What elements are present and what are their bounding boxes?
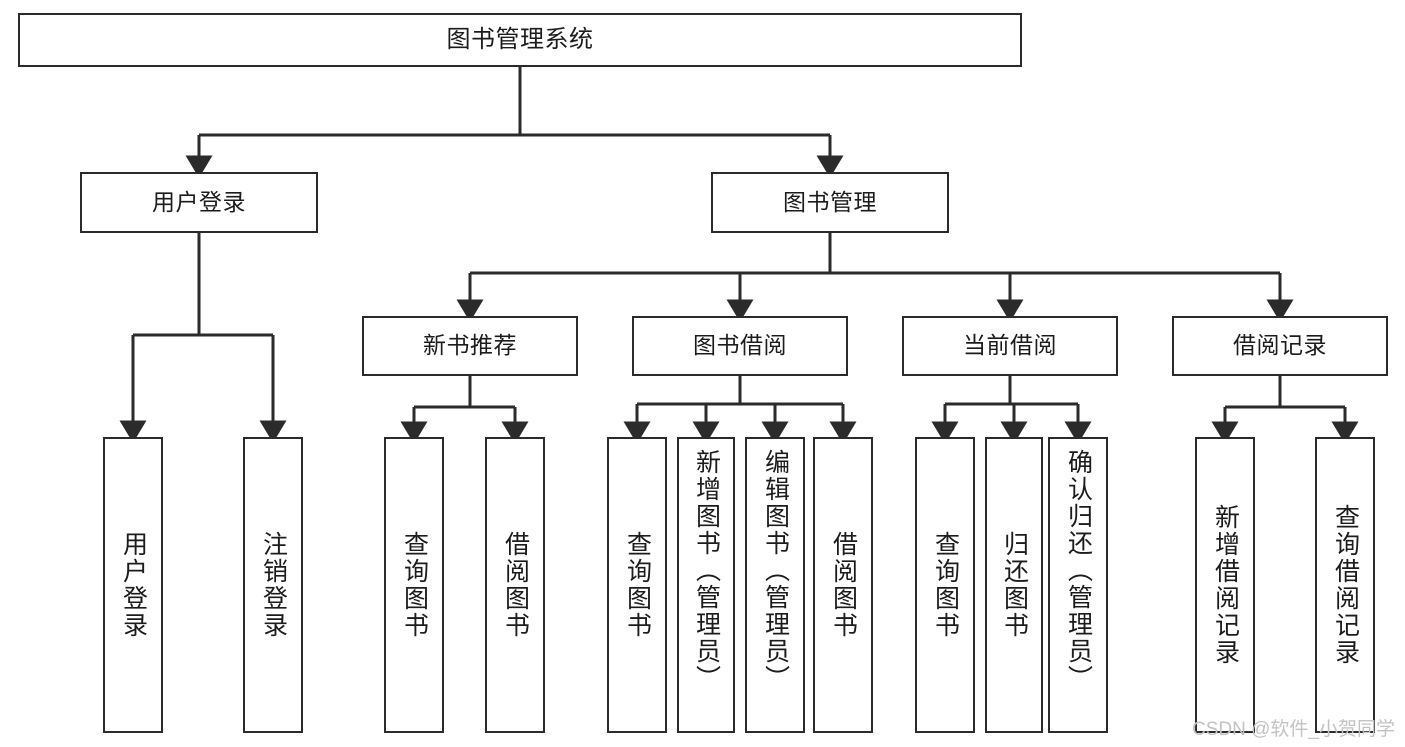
node-current-borrow[interactable]: 当前借阅 (902, 316, 1118, 376)
csdn-watermark: CSDN @软件_小贺同学 (1192, 719, 1395, 740)
node-book-manage[interactable]: 图书管理 (711, 172, 949, 233)
node-leaf-borrow-edit-book[interactable]: 编辑图书（管理员） (745, 437, 805, 733)
node-new-book-recommend-label: 新书推荐 (423, 332, 517, 359)
node-leaf-current-confirm-return[interactable]: 确认归还（管理员） (1048, 437, 1108, 733)
node-leaf-recommend-borrow-book[interactable]: 借阅图书 (485, 437, 545, 733)
node-leaf-current-query-book-label: 查询图书 (931, 531, 960, 639)
node-leaf-user-login[interactable]: 用户登录 (103, 437, 163, 733)
node-leaf-borrow-lend-book[interactable]: 借阅图书 (813, 437, 873, 733)
node-borrow-record-label: 借阅记录 (1233, 332, 1327, 359)
node-new-book-recommend[interactable]: 新书推荐 (362, 316, 578, 376)
node-leaf-current-query-book[interactable]: 查询图书 (915, 437, 975, 733)
node-leaf-current-confirm-return-label: 确认归还（管理员） (1064, 449, 1093, 692)
node-leaf-recommend-query-book-label: 查询图书 (400, 531, 429, 639)
node-root-system[interactable]: 图书管理系统 (18, 13, 1022, 67)
node-leaf-record-add[interactable]: 新增借阅记录 (1195, 437, 1255, 733)
node-leaf-user-logout[interactable]: 注销登录 (243, 437, 303, 733)
node-leaf-user-login-label: 用户登录 (119, 531, 148, 639)
node-leaf-record-add-label: 新增借阅记录 (1211, 504, 1240, 666)
node-leaf-borrow-add-book[interactable]: 新增图书（管理员） (677, 437, 735, 733)
node-leaf-current-return-book-label: 归还图书 (1000, 531, 1029, 639)
node-leaf-borrow-edit-book-label: 编辑图书（管理员） (761, 449, 790, 692)
node-leaf-record-search-label: 查询借阅记录 (1331, 504, 1360, 666)
node-book-borrow[interactable]: 图书借阅 (632, 316, 848, 376)
node-leaf-borrow-lend-book-label: 借阅图书 (829, 531, 858, 639)
node-borrow-record[interactable]: 借阅记录 (1172, 316, 1388, 376)
node-user-login[interactable]: 用户登录 (80, 172, 318, 233)
node-leaf-user-logout-label: 注销登录 (259, 531, 288, 639)
node-leaf-borrow-add-book-label: 新增图书（管理员） (692, 449, 721, 692)
node-leaf-borrow-query-book[interactable]: 查询图书 (607, 437, 667, 733)
node-book-borrow-label: 图书借阅 (693, 332, 787, 359)
node-current-borrow-label: 当前借阅 (963, 332, 1057, 359)
node-leaf-recommend-borrow-book-label: 借阅图书 (501, 531, 530, 639)
node-leaf-record-search[interactable]: 查询借阅记录 (1315, 437, 1375, 733)
node-user-login-label: 用户登录 (152, 188, 246, 215)
node-leaf-current-return-book[interactable]: 归还图书 (985, 437, 1043, 733)
node-leaf-recommend-query-book[interactable]: 查询图书 (384, 437, 444, 733)
node-root-label: 图书管理系统 (446, 25, 594, 53)
node-book-manage-label: 图书管理 (783, 188, 877, 215)
node-leaf-borrow-query-book-label: 查询图书 (623, 531, 652, 639)
